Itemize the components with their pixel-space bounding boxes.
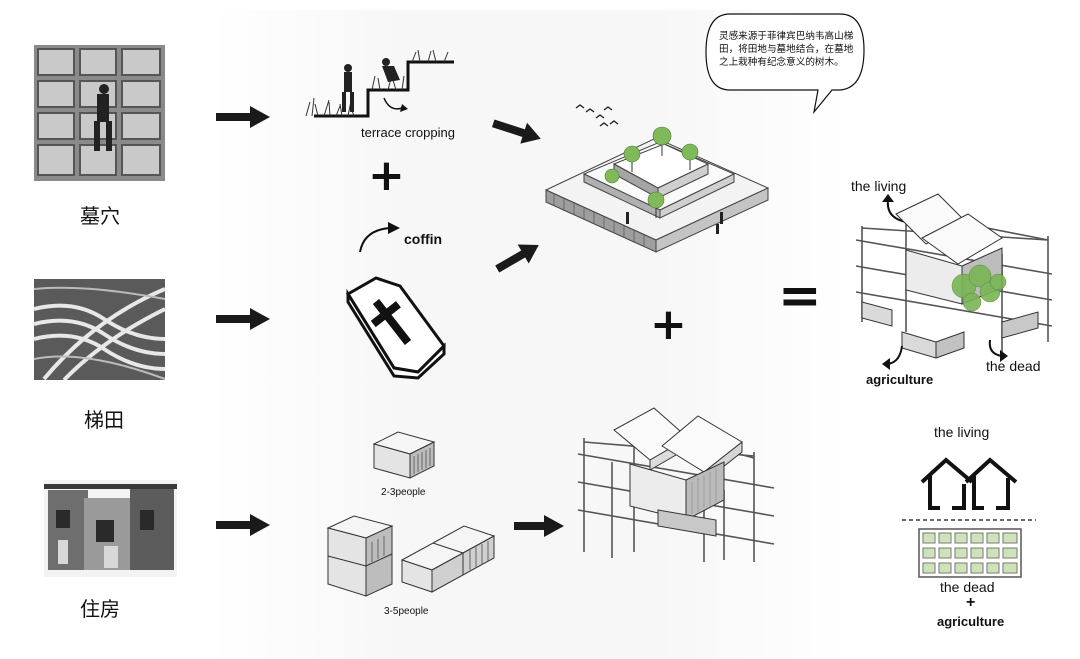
unit-large-label: 3-5people bbox=[384, 606, 429, 617]
terrace-cropping-illustration bbox=[305, 49, 454, 118]
unit-large-row bbox=[400, 525, 496, 593]
arrow-right-icon bbox=[216, 308, 270, 330]
plus-sign: + bbox=[650, 299, 687, 350]
bubble-text: 灵感来源于菲律宾巴纳韦高山梯田，将田地与墓地结合，在墓地之上栽种有纪念意义的树木… bbox=[719, 31, 854, 68]
plus-sign: + bbox=[368, 150, 405, 201]
arrow-right-icon bbox=[216, 514, 270, 536]
legend-plus: + bbox=[966, 594, 976, 611]
terrace-cropping-label: terrace cropping bbox=[361, 125, 455, 140]
grave-grid-icon bbox=[918, 528, 1022, 578]
legend-agriculture-label: agriculture bbox=[937, 614, 1005, 629]
row-label-terrace: 梯田 bbox=[84, 408, 124, 432]
legend-dead-label: the dead bbox=[940, 579, 995, 595]
coffin-label: coffin bbox=[404, 231, 443, 247]
legend-living-label: the living bbox=[934, 424, 990, 440]
arrow-right-icon bbox=[216, 106, 270, 128]
backdrop-panel bbox=[210, 10, 850, 659]
frame-house-model bbox=[577, 407, 775, 562]
tomb-wall-photo bbox=[34, 45, 165, 181]
coffin-icon bbox=[345, 276, 446, 380]
result-dead-label: the dead bbox=[986, 358, 1041, 374]
curved-arrow-icon bbox=[882, 345, 903, 370]
result-living-label: the living bbox=[851, 178, 907, 194]
dashed-divider bbox=[902, 519, 1036, 521]
equals-sign: = bbox=[778, 266, 822, 326]
curved-arrow-icon bbox=[988, 339, 1008, 362]
unit-small-box bbox=[372, 431, 436, 479]
arrow-up-right-icon bbox=[495, 244, 539, 273]
unit-small-label: 2-3people bbox=[381, 487, 426, 498]
arrow-down-right-icon bbox=[491, 119, 541, 144]
row-label-tomb: 墓穴 bbox=[80, 204, 120, 228]
unit-large-stack bbox=[326, 515, 394, 597]
terraced-cemetery-model bbox=[544, 126, 770, 253]
arrow-right-icon bbox=[514, 515, 564, 537]
curved-arrow-icon bbox=[359, 222, 400, 253]
row-label-housing: 住房 bbox=[80, 597, 120, 621]
birds-icon bbox=[575, 104, 619, 127]
rice-terrace-photo bbox=[34, 279, 165, 380]
slum-housing-photo bbox=[44, 480, 177, 577]
house-outline-icon bbox=[920, 457, 1018, 510]
result-agriculture-label: agriculture bbox=[866, 372, 934, 387]
speech-bubble bbox=[705, 13, 865, 114]
result-combined-model bbox=[855, 193, 1053, 359]
